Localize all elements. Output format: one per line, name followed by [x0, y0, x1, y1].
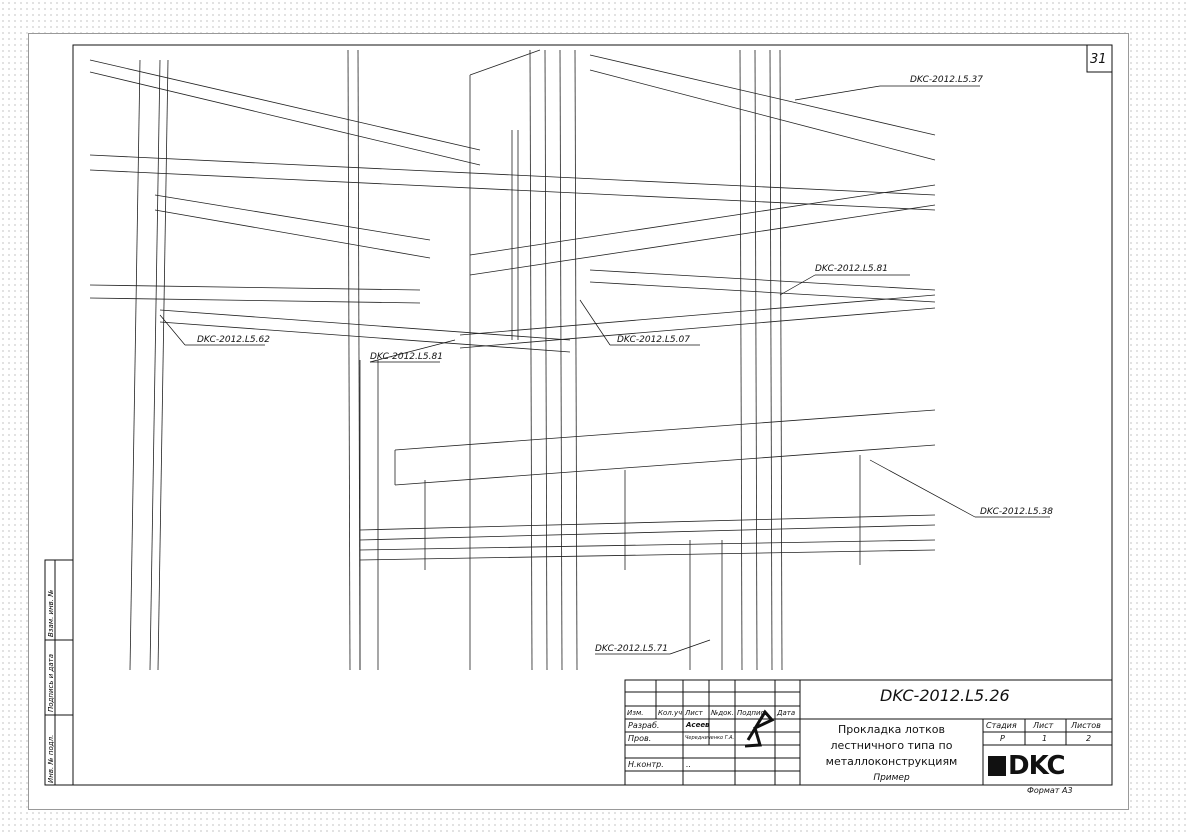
- side-stamp-label: Инв. № подл.: [47, 734, 55, 783]
- leader-lines: [159, 85, 1050, 655]
- sheet-value: 1: [1042, 734, 1048, 743]
- header-cell: Подпись: [737, 709, 769, 717]
- header-cell: Кол.уч: [658, 709, 683, 717]
- document-title: Прокладка лотков лестничного типа по мет…: [800, 722, 983, 770]
- side-stamp-label: Подпись и дата: [47, 654, 55, 712]
- stage-label: Стадия: [986, 721, 1017, 730]
- header-cell: Лист: [685, 709, 703, 717]
- name-cell: ..: [686, 760, 692, 769]
- name-cell: Асеев: [686, 721, 710, 729]
- format-label: Формат А3: [1027, 786, 1073, 795]
- signature: [744, 709, 775, 748]
- header-cell: №док.: [711, 709, 734, 717]
- callout-label: DKC-2012.L5.81: [815, 264, 888, 274]
- callout-label: DKC-2012.L5.62: [197, 335, 270, 345]
- role-cell: Разраб.: [628, 721, 660, 730]
- sheets-label: Листов: [1071, 721, 1101, 730]
- title-line: металлоконструкциям: [825, 755, 958, 768]
- header-cell: Дата: [777, 709, 796, 717]
- title-line: лестничного типа по: [830, 739, 953, 752]
- inner-frame: [72, 44, 1113, 786]
- sheet-label: Лист: [1033, 721, 1054, 730]
- side-stamp-frame: [44, 559, 74, 786]
- side-stamp-label: Взам. инв. №: [47, 589, 55, 637]
- role-cell: Н.контр.: [628, 760, 664, 769]
- sheets-value: 2: [1086, 734, 1092, 743]
- dkc-logo: DKC: [988, 751, 1066, 781]
- title-block-lines: [624, 679, 1113, 786]
- logo-text: DKC: [1008, 751, 1066, 781]
- document-subtitle: Пример: [873, 773, 910, 783]
- callout-label: DKC-2012.L5.38: [980, 507, 1053, 517]
- sheet-number: 31: [1090, 52, 1107, 67]
- callout-label: DKC-2012.L5.37: [910, 75, 983, 85]
- title-line: Прокладка лотков: [838, 723, 945, 736]
- document-code: DKC-2012.L5.26: [880, 686, 1010, 705]
- callout-label: DKC-2012.L5.71: [595, 644, 668, 654]
- stage-value: Р: [1000, 734, 1005, 743]
- name-cell: Чередниченко Г.А.: [685, 735, 735, 741]
- callout-label: DKC-2012.L5.81: [370, 352, 443, 362]
- role-cell: Пров.: [628, 734, 652, 743]
- header-cell: Изм.: [627, 709, 644, 717]
- structure-lines: [89, 49, 936, 671]
- sheet-number-box: [1086, 44, 1113, 73]
- callout-label: DKC-2012.L5.07: [617, 335, 690, 345]
